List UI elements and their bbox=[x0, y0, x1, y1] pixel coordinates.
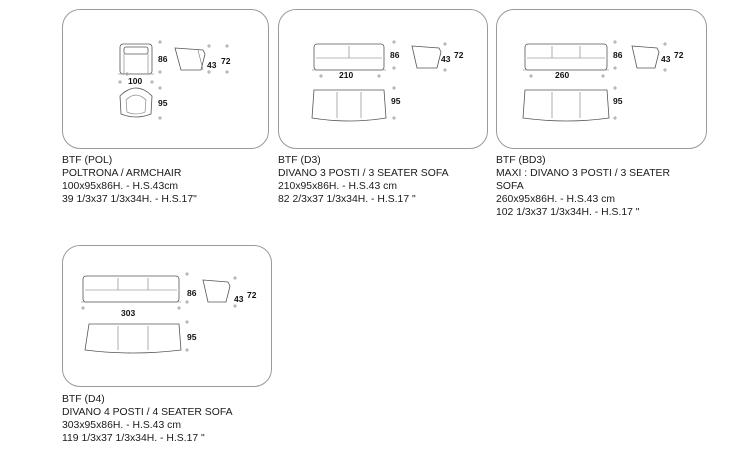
four-seater-seat-height-label: 43 bbox=[234, 294, 244, 304]
four-seater-depth-label: 95 bbox=[187, 332, 197, 342]
armchair-name: POLTRONA / ARMCHAIR bbox=[62, 168, 182, 179]
four-seater-dims-cm: 303x95x86H. - H.S.43 cm bbox=[62, 420, 181, 431]
three-seater-caption: BTF (D3) DIVANO 3 POSTI / 3 SEATER SOFA … bbox=[278, 154, 449, 206]
armchair-dims-in: 39 1/3x37 1/3x34H. - H.S.17" bbox=[62, 194, 197, 205]
three-seater-height-label: 86 bbox=[390, 50, 400, 60]
armchair-technical-drawing: 86 43 72 100 95 bbox=[118, 40, 231, 120]
three-seater-code: BTF (D3) bbox=[278, 155, 321, 166]
armchair-drawing-card: 86 43 72 100 95 bbox=[62, 9, 269, 149]
four-seater-height-label: 86 bbox=[187, 288, 197, 298]
three-seater-width-label: 210 bbox=[339, 70, 353, 80]
maxi-dims-cm: 260x95x86H. - H.S.43 cm bbox=[496, 194, 615, 205]
four-seater-name: DIVANO 4 POSTI / 4 SEATER SOFA bbox=[62, 407, 233, 418]
maxi-three-seater-caption: BTF (BD3) MAXI : DIVANO 3 POSTI / 3 SEAT… bbox=[496, 154, 670, 219]
armchair-code: BTF (POL) bbox=[62, 155, 113, 166]
armchair-seat-height-label: 43 bbox=[207, 60, 217, 70]
three-seater-seat-height-label: 43 bbox=[441, 54, 451, 64]
three-seater-name: DIVANO 3 POSTI / 3 SEATER SOFA bbox=[278, 168, 449, 179]
maxi-code: BTF (BD3) bbox=[496, 155, 546, 166]
armchair-total-label: 72 bbox=[221, 56, 231, 66]
three-seater-technical-drawing: 86 43 72 210 95 bbox=[311, 40, 464, 122]
maxi-height-label: 86 bbox=[613, 50, 623, 60]
four-seater-total-label: 72 bbox=[247, 290, 257, 300]
four-seater-technical-drawing: 86 43 72 303 95 bbox=[81, 272, 257, 354]
maxi-width-label: 260 bbox=[555, 70, 569, 80]
armchair-depth-label: 95 bbox=[158, 98, 168, 108]
maxi-three-seater-technical-drawing: 86 43 72 260 95 bbox=[522, 40, 684, 122]
four-seater-dims-in: 119 1/3x37 1/3x34H. - H.S.17 " bbox=[62, 433, 205, 444]
armchair-height-label: 86 bbox=[158, 54, 168, 64]
four-seater-width-label: 303 bbox=[121, 308, 135, 318]
three-seater-depth-label: 95 bbox=[391, 96, 401, 106]
maxi-dims-in: 102 1/3x37 1/3x34H. - H.S.17 " bbox=[496, 207, 640, 218]
three-seater-dims-in: 82 2/3x37 1/3x34H. - H.S.17 " bbox=[278, 194, 416, 205]
maxi-depth-label: 95 bbox=[613, 96, 623, 106]
armchair-caption: BTF (POL) POLTRONA / ARMCHAIR 100x95x86H… bbox=[62, 154, 197, 206]
four-seater-drawing-card: 86 43 72 303 95 bbox=[62, 245, 272, 387]
maxi-name-line2: SOFA bbox=[496, 181, 524, 192]
armchair-dims-cm: 100x95x86H. - H.S.43cm bbox=[62, 181, 179, 192]
three-seater-dims-cm: 210x95x86H. - H.S.43 cm bbox=[278, 181, 397, 192]
armchair-width-label: 100 bbox=[128, 76, 142, 86]
maxi-three-seater-drawing-card: 86 43 72 260 95 bbox=[496, 9, 707, 149]
maxi-total-label: 72 bbox=[674, 50, 684, 60]
maxi-name-line1: MAXI : DIVANO 3 POSTI / 3 SEATER bbox=[496, 168, 670, 179]
four-seater-caption: BTF (D4) DIVANO 4 POSTI / 4 SEATER SOFA … bbox=[62, 393, 233, 445]
four-seater-code: BTF (D4) bbox=[62, 394, 105, 405]
three-seater-total-label: 72 bbox=[454, 50, 464, 60]
maxi-seat-height-label: 43 bbox=[661, 54, 671, 64]
three-seater-drawing-card: 86 43 72 210 95 bbox=[278, 9, 488, 149]
